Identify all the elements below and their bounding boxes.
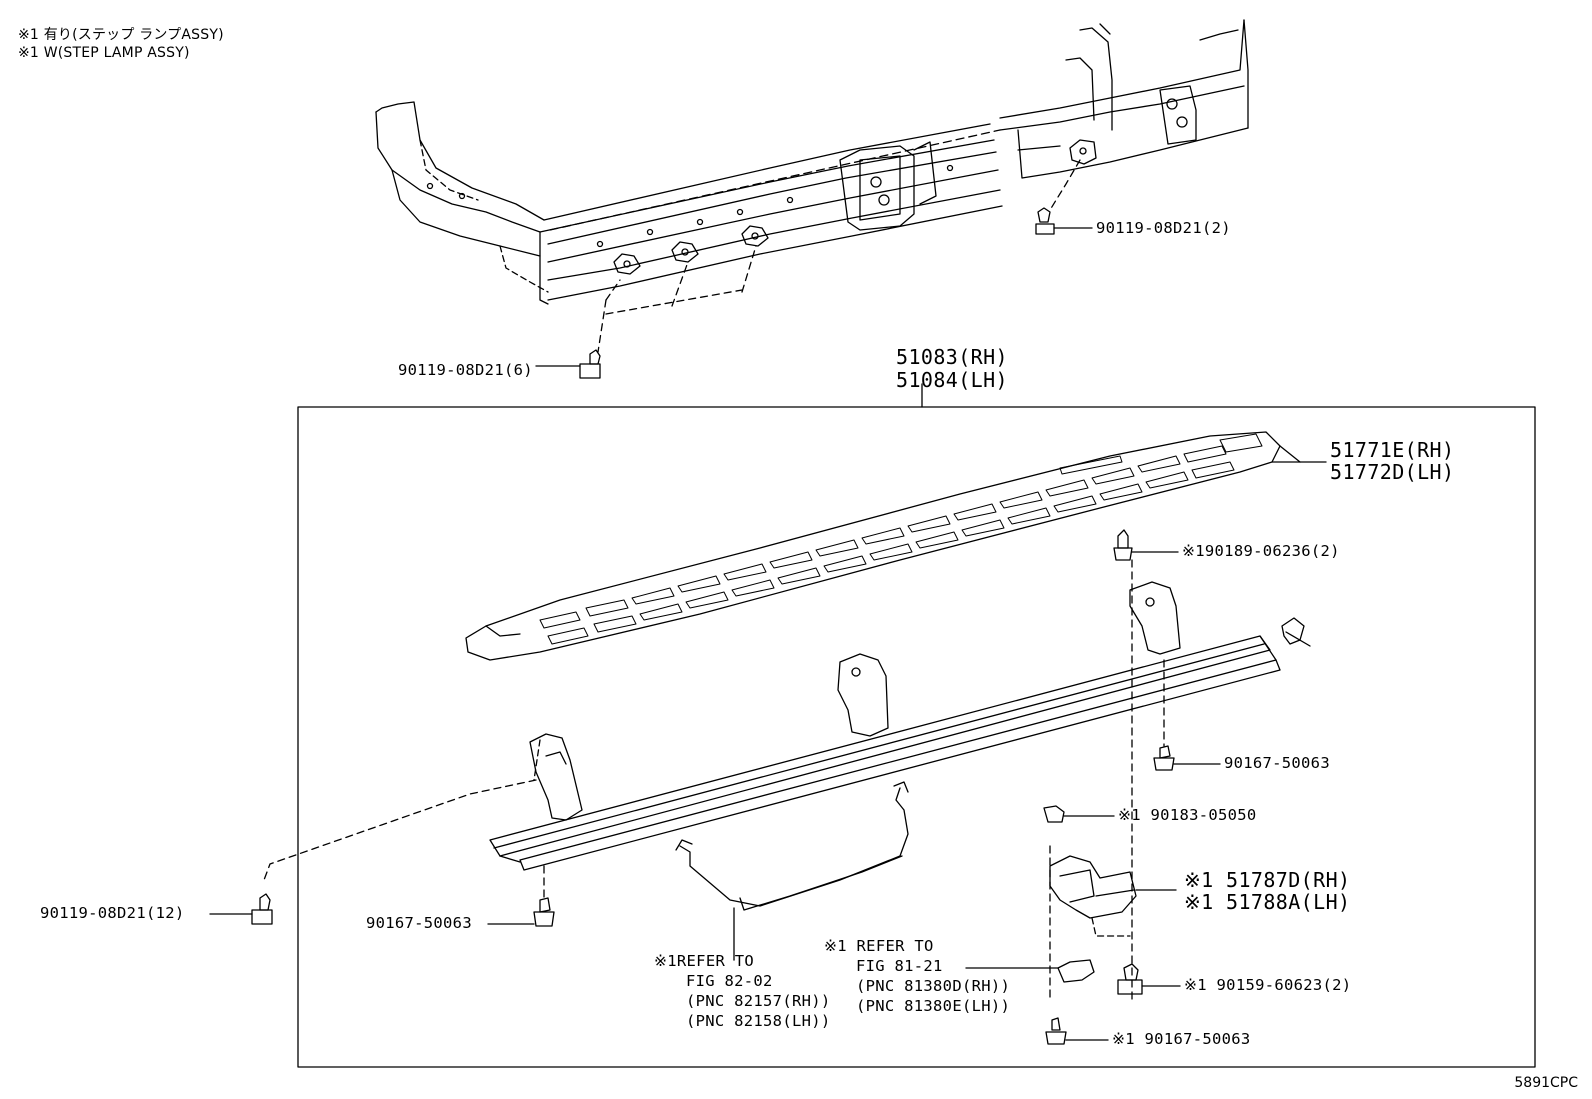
label-bracket-lh[interactable]: ※1 51788A(LH) bbox=[1184, 890, 1351, 914]
step-lamp-drawing bbox=[965, 959, 1095, 983]
clip-icon bbox=[1113, 529, 1179, 561]
ref-harness-line-1: ※1REFER TO bbox=[654, 952, 754, 970]
label-bracket-rh[interactable]: ※1 51787D(RH) bbox=[1184, 868, 1351, 892]
step-pad-drawing bbox=[465, 431, 1301, 661]
assembly-box bbox=[297, 406, 1536, 1068]
label-clip[interactable]: ※190189-06236(2) bbox=[1182, 542, 1340, 560]
note-line-1: ※1 有り(ステップ ランプASSY) bbox=[18, 27, 224, 43]
ref-lamp-line-1: ※1 REFER TO bbox=[824, 937, 934, 955]
diagram-code: 5891CPC bbox=[1514, 1075, 1578, 1091]
label-nut[interactable]: ※1 90183-05050 bbox=[1118, 806, 1257, 824]
bolt-left-icon bbox=[209, 893, 273, 925]
ref-lamp-line-3: (PNC 81380D(RH)) bbox=[856, 977, 1011, 995]
label-screw-right[interactable]: 90167-50063 bbox=[1224, 754, 1330, 772]
label-step-assy-lh[interactable]: 51084(LH) bbox=[896, 368, 1008, 392]
harness-drawing bbox=[675, 781, 909, 961]
lamp-bracket-drawing bbox=[1049, 855, 1177, 937]
label-bolt-bracket[interactable]: ※1 90159-60623(2) bbox=[1184, 976, 1352, 994]
label-screw-left[interactable]: 90167-50063 bbox=[366, 914, 472, 932]
screw-left-icon bbox=[487, 897, 555, 927]
label-screw-bottom-right[interactable]: ※1 90167-50063 bbox=[1112, 1030, 1251, 1048]
ref-harness-line-4: (PNC 82158(LH)) bbox=[686, 1012, 831, 1030]
bolt-bracket-icon bbox=[1117, 963, 1181, 995]
bolt-top-right-icon bbox=[1035, 207, 1093, 235]
label-bolt-left[interactable]: 90119-08D21(12) bbox=[40, 904, 185, 922]
note-line-2: ※1 W(STEP LAMP ASSY) bbox=[18, 45, 190, 61]
label-bolt-top-right[interactable]: 90119-08D21(2) bbox=[1096, 219, 1231, 237]
ref-harness-line-2: FIG 82-02 bbox=[686, 972, 773, 990]
screw-right-icon bbox=[1153, 745, 1221, 771]
label-pad-lh[interactable]: 51772D(LH) bbox=[1330, 460, 1455, 484]
label-bolt-top-left[interactable]: 90119-08D21(6) bbox=[398, 361, 533, 379]
ref-harness-line-3: (PNC 82157(RH)) bbox=[686, 992, 831, 1010]
label-pad-rh[interactable]: 51771E(RH) bbox=[1330, 438, 1455, 462]
screw-bottom-right-icon bbox=[1045, 1017, 1109, 1045]
body-frame-drawing bbox=[375, 19, 1249, 353]
ref-lamp-line-2: FIG 81-21 bbox=[856, 957, 943, 975]
bolt-top-left-icon bbox=[535, 349, 601, 379]
step-bar-drawing bbox=[263, 559, 1311, 1001]
label-step-assy-rh[interactable]: 51083(RH) bbox=[896, 345, 1008, 369]
nut-icon bbox=[1043, 805, 1115, 823]
ref-lamp-line-4: (PNC 81380E(LH)) bbox=[856, 997, 1011, 1015]
